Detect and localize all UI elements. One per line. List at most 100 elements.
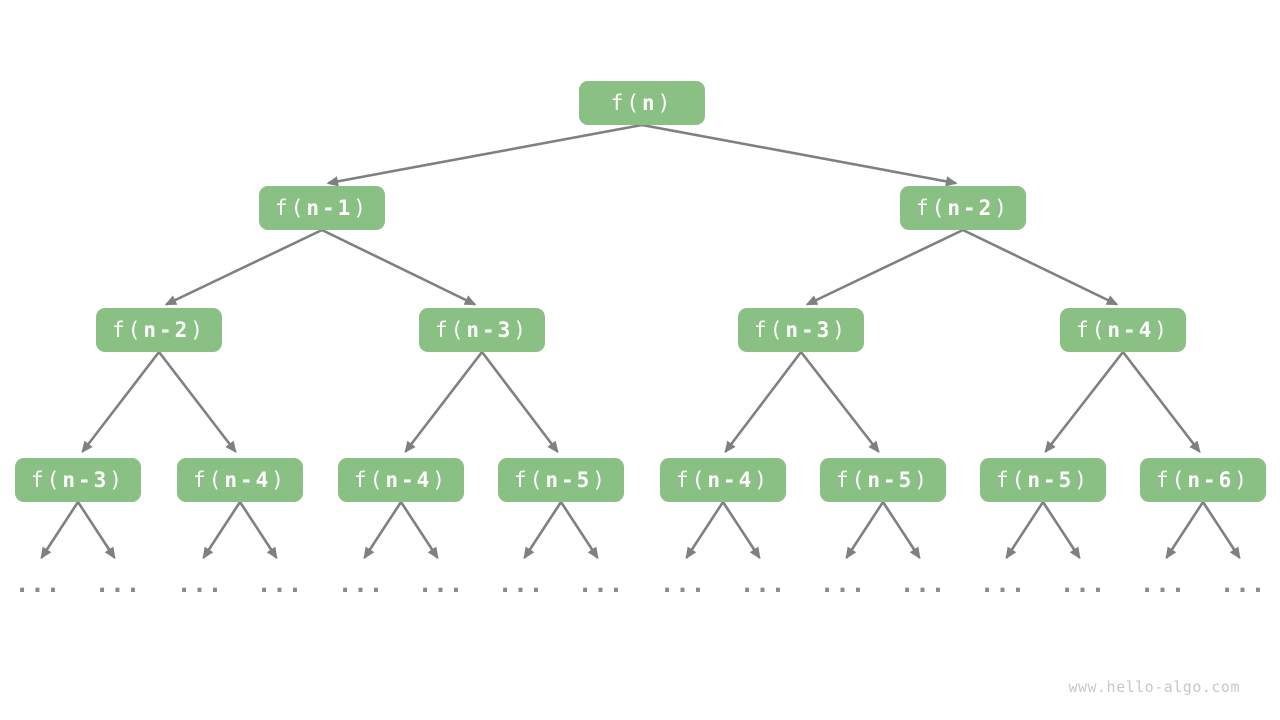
tree-node: f(n-2) xyxy=(900,186,1026,230)
edge-arrow xyxy=(724,350,803,454)
watermark: www.hello-algo.com xyxy=(1068,678,1240,696)
ellipsis-label: ... xyxy=(1139,570,1187,598)
edge-arrow xyxy=(76,500,116,560)
node-label: f( xyxy=(435,318,467,342)
edge-arrow xyxy=(164,228,324,306)
node-label: f( xyxy=(676,468,708,492)
ellipsis-label: ... xyxy=(337,570,385,598)
node-label-arg: n-3 xyxy=(62,468,110,492)
node-label-arg: n-1 xyxy=(306,196,354,220)
node-label: f( xyxy=(193,468,225,492)
node-label: ) xyxy=(1074,468,1090,492)
node-label-arg: n-4 xyxy=(1107,318,1155,342)
ellipsis-label: ... xyxy=(1059,570,1107,598)
node-label-arg: n-3 xyxy=(785,318,833,342)
edge-arrow xyxy=(1201,500,1241,560)
node-label-arg: n-4 xyxy=(224,468,272,492)
edge-arrow xyxy=(238,500,278,560)
node-label: f( xyxy=(31,468,63,492)
node-label-arg: n-2 xyxy=(143,318,191,342)
node-label: f( xyxy=(1076,318,1108,342)
edge-arrow xyxy=(1165,500,1205,560)
edge-arrow xyxy=(845,500,885,560)
node-label-arg: n-6 xyxy=(1187,468,1235,492)
node-label: f( xyxy=(112,318,144,342)
node-label-arg: n-4 xyxy=(385,468,433,492)
edge-arrow xyxy=(881,500,921,560)
edge-arrow xyxy=(961,228,1119,306)
ellipsis-label: ... xyxy=(659,570,707,598)
ellipsis-label: ... xyxy=(256,570,304,598)
tree-node: f(n-4) xyxy=(338,458,464,502)
node-label: ) xyxy=(513,318,529,342)
edge-arrow xyxy=(805,228,965,306)
edge-arrow xyxy=(363,500,403,560)
node-label: ) xyxy=(754,468,770,492)
node-label: ) xyxy=(271,468,287,492)
node-label: ) xyxy=(109,468,125,492)
node-label: ) xyxy=(190,318,206,342)
node-label-arg: n-5 xyxy=(545,468,593,492)
node-label: f( xyxy=(514,468,546,492)
tree-node: f(n-4) xyxy=(177,458,303,502)
edge-arrow xyxy=(404,350,484,454)
edge-arrow xyxy=(721,500,761,560)
edge-arrow xyxy=(326,123,644,187)
edge-arrow xyxy=(685,500,725,560)
tree-node: f(n-3) xyxy=(15,458,141,502)
edge-arrow xyxy=(559,500,599,560)
tree-node: f(n-5) xyxy=(498,458,624,502)
edge-arrow xyxy=(157,350,237,454)
tree-node: f(n-5) xyxy=(820,458,946,502)
ellipsis-label: ... xyxy=(899,570,947,598)
node-label: f( xyxy=(916,196,948,220)
ellipsis-label: ... xyxy=(1219,570,1267,598)
ellipsis-label: ... xyxy=(497,570,545,598)
ellipsis-label: ... xyxy=(14,570,62,598)
tree-node: f(n-5) xyxy=(980,458,1106,502)
node-label: ) xyxy=(657,91,674,115)
node-label: f( xyxy=(275,196,307,220)
node-label-arg: n-4 xyxy=(707,468,755,492)
node-label: f( xyxy=(996,468,1028,492)
tree-node: f(n-3) xyxy=(419,308,545,352)
edge-arrow xyxy=(399,500,439,560)
node-label-arg: n-5 xyxy=(867,468,915,492)
edge-arrow xyxy=(1041,500,1081,560)
edge-arrow xyxy=(523,500,563,560)
node-label: ) xyxy=(832,318,848,342)
tree-node: f(n-6) xyxy=(1140,458,1266,502)
ellipsis-label: ... xyxy=(979,570,1027,598)
ellipsis-label: ... xyxy=(739,570,787,598)
node-label-arg: n-3 xyxy=(466,318,514,342)
tree-node: f(n-1) xyxy=(259,186,385,230)
edge-arrow xyxy=(40,500,80,560)
node-label: f( xyxy=(836,468,868,492)
node-label-arg: n xyxy=(641,91,658,115)
edge-arrows xyxy=(40,123,1241,560)
node-label: ) xyxy=(994,196,1010,220)
node-label: f( xyxy=(610,91,642,115)
node-label: ) xyxy=(592,468,608,492)
node-label: f( xyxy=(1156,468,1188,492)
node-label: ) xyxy=(1154,318,1170,342)
node-label-arg: n-5 xyxy=(1027,468,1075,492)
edge-arrow xyxy=(202,500,242,560)
edge-arrow xyxy=(320,228,477,306)
tree-node: f(n-2) xyxy=(96,308,222,352)
edge-arrow xyxy=(480,350,559,454)
tree-node: f(n-4) xyxy=(660,458,786,502)
ellipsis-label: ... xyxy=(577,570,625,598)
node-label: ) xyxy=(432,468,448,492)
node-label: ) xyxy=(914,468,930,492)
tree-node: f(n-3) xyxy=(738,308,864,352)
tree-node-root: f(n) xyxy=(579,81,705,125)
edge-arrow xyxy=(1044,350,1125,454)
edge-arrow xyxy=(1005,500,1045,560)
edge-arrow xyxy=(799,350,880,454)
ellipsis-label: ... xyxy=(417,570,465,598)
tree-node: f(n-4) xyxy=(1060,308,1186,352)
ellipsis-label: ... xyxy=(94,570,142,598)
